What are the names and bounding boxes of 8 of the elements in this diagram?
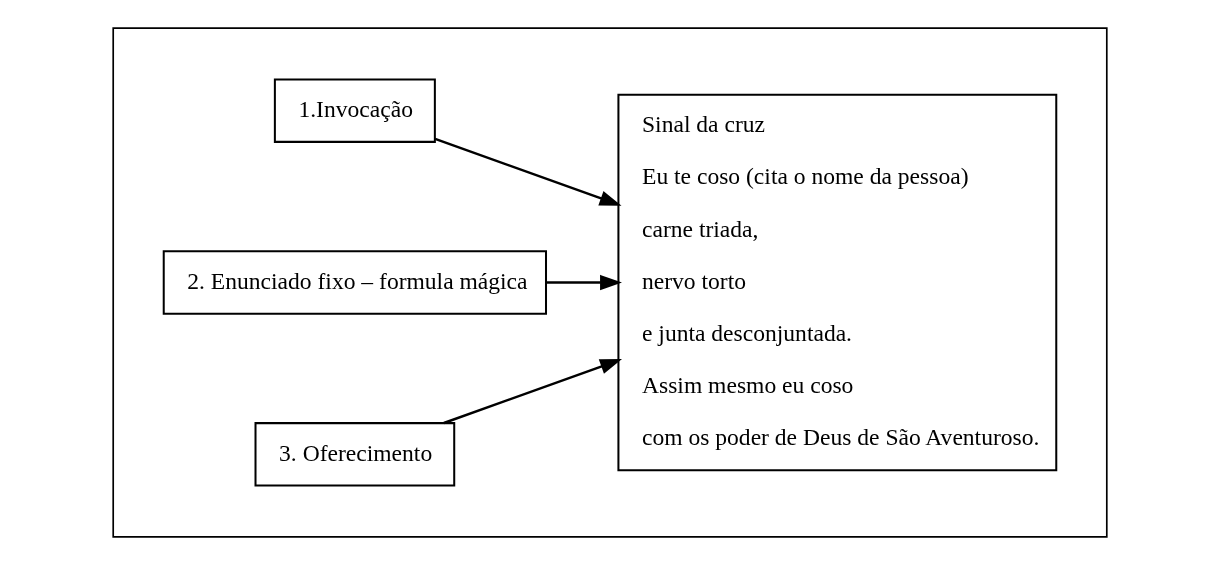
node-box: Sinal da cruz Eu te coso (cita o nome da pessoa) carne triada, nervo torto e junta desconjuntada. Assim mesmo eu coso com os poder de Deus de São Aventuroso. — [617, 93, 1058, 472]
node-box: 2. Enunciado fixo – formula mágica — [162, 250, 547, 315]
arrow — [434, 137, 622, 206]
arrow — [443, 359, 623, 425]
cluster — [112, 27, 1108, 538]
arrow — [546, 274, 622, 291]
node-box: 1.Invocação — [273, 78, 436, 143]
node-box: 3. Oferecimento — [254, 422, 456, 487]
